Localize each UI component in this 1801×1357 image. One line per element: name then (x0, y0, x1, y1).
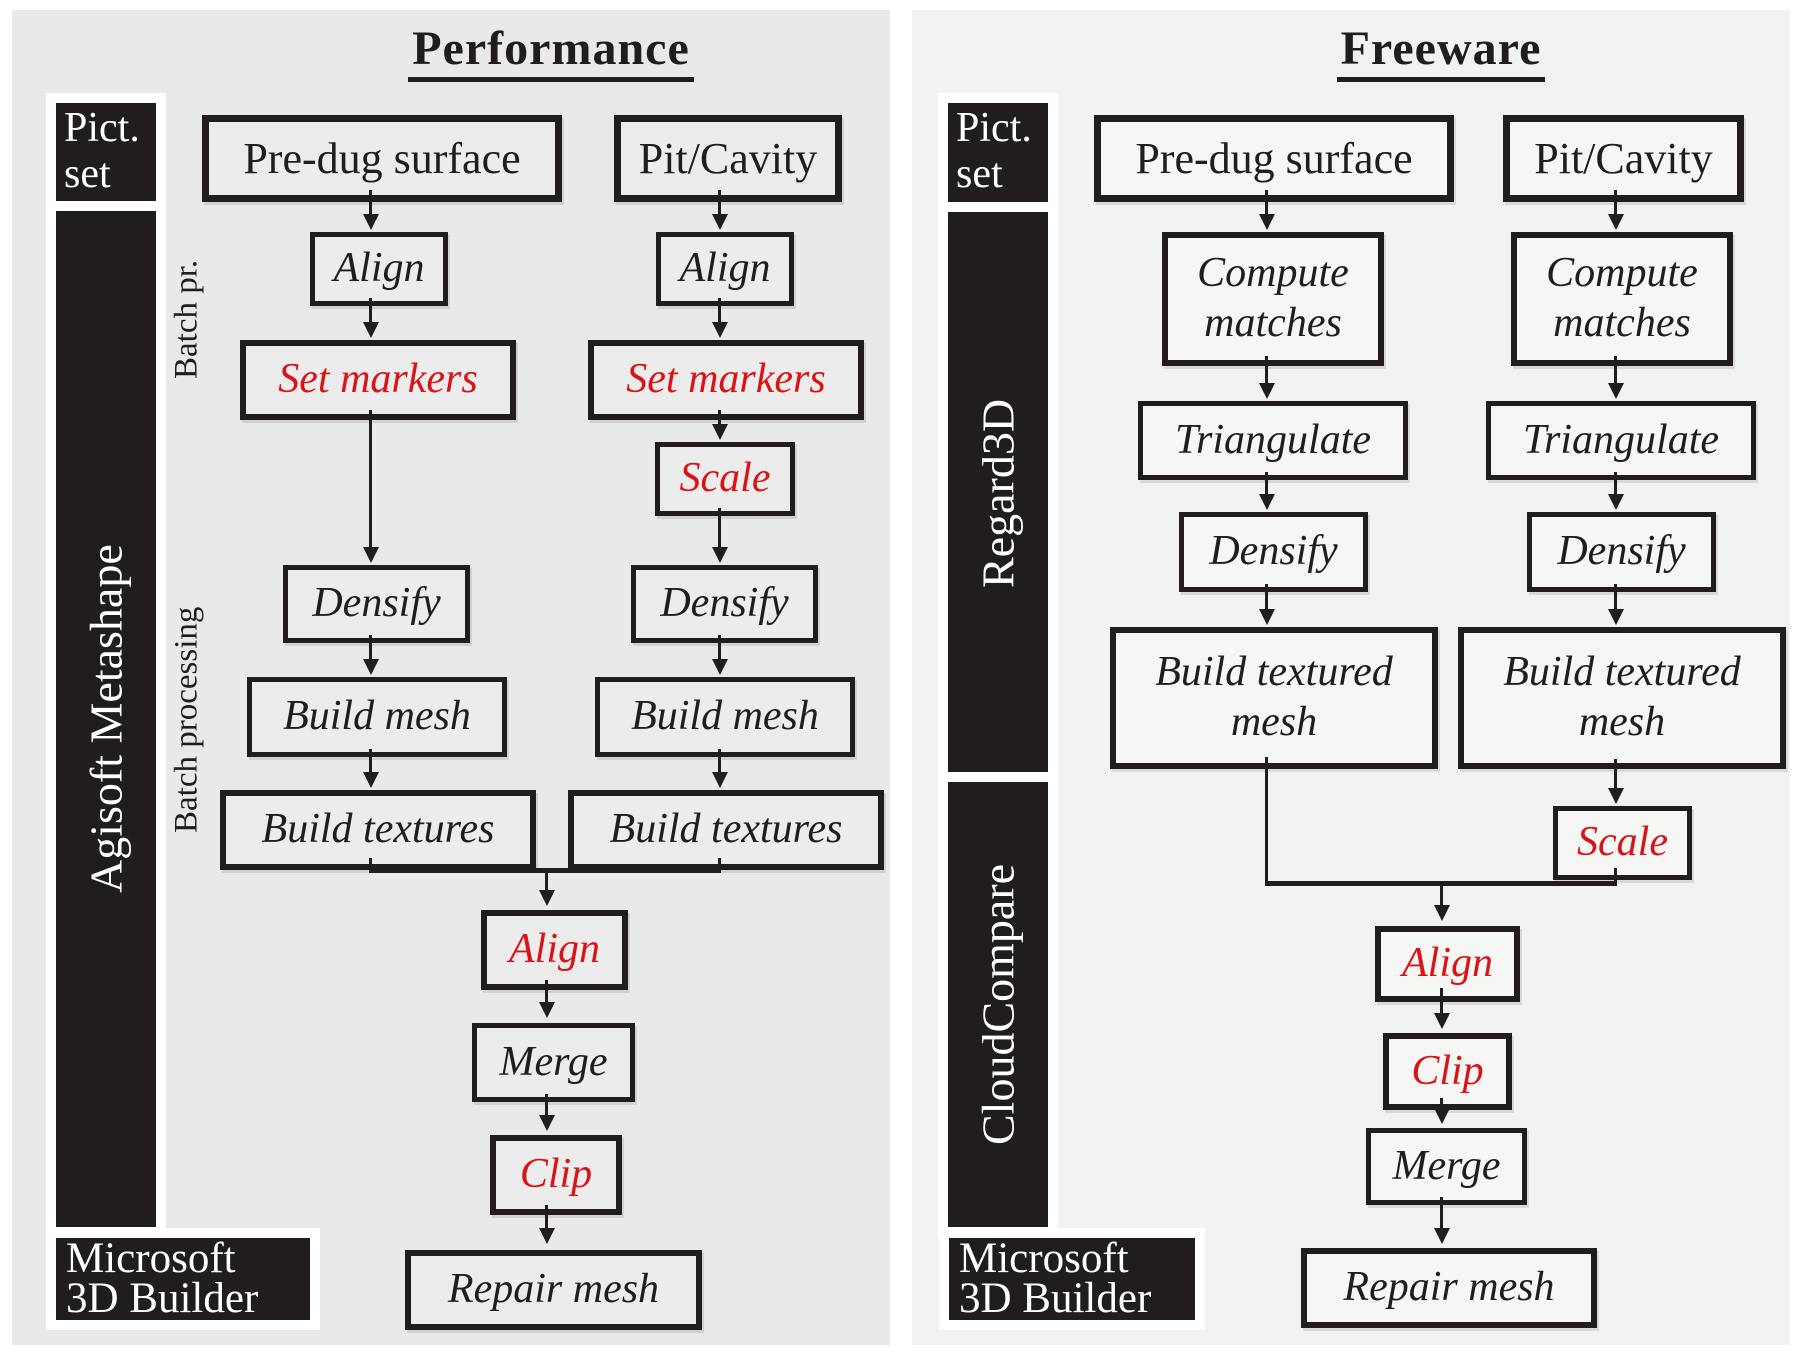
box-pit-cavity: Pit/Cavity (1503, 115, 1744, 202)
microsoft-3d-builder-block: Microsoft 3D Builder (56, 1235, 310, 1322)
arrow-down-icon (545, 980, 548, 1003)
box-densify-a: Densify (283, 565, 470, 643)
box-triangulate-b: Triangulate (1486, 401, 1756, 480)
box-build-mesh-a: Build mesh (247, 677, 507, 757)
box-densify-b: Densify (1527, 512, 1716, 592)
arrow-down-icon (1265, 190, 1268, 215)
box-align-merged: Align (1375, 926, 1520, 1002)
arrow-down-icon (718, 298, 721, 323)
box-scale: Scale (1553, 806, 1692, 880)
box-build-textured-mesh-b: Build textured mesh (1458, 627, 1786, 769)
bracket-stub-left (369, 858, 372, 871)
microsoft-3d-builder-label: Microsoft 3D Builder (959, 1235, 1152, 1322)
arrow-down-icon (369, 298, 372, 323)
regard3d-label: Regard3D (972, 398, 1024, 588)
arrow-down-icon (1614, 356, 1617, 384)
batch-processing-label: Batch processing (168, 606, 205, 834)
arrow-down-icon (1265, 472, 1268, 495)
box-predug-surface: Pre-dug surface (1094, 115, 1454, 202)
box-set-markers-b: Set markers (588, 340, 864, 420)
box-build-textures-b: Build textures (568, 790, 884, 870)
merge-line-left (1265, 757, 1268, 885)
box-build-mesh-b: Build mesh (595, 677, 855, 757)
microsoft-3d-builder-label: Microsoft 3D Builder (66, 1235, 259, 1322)
bracket-line (369, 868, 721, 873)
arrow-down-icon (1265, 584, 1268, 610)
merge-stub-right (1614, 868, 1617, 885)
cloudcompare-label: CloudCompare (972, 863, 1024, 1146)
microsoft-3d-builder-block: Microsoft 3D Builder (949, 1235, 1195, 1322)
merge-line (1265, 881, 1617, 886)
freeware-panel: Freeware Pict. set Regard3D CloudCompare… (912, 10, 1790, 1345)
box-densify-b: Densify (631, 565, 818, 643)
arrow-down-icon (1440, 988, 1443, 1014)
agisoft-metashape-bar: Agisoft Metashape (56, 211, 156, 1227)
box-scale-b: Scale (655, 442, 795, 516)
box-build-textured-mesh-a: Build textured mesh (1110, 627, 1438, 769)
box-compute-matches-a: Compute matches (1162, 232, 1384, 366)
performance-title: Performance (408, 23, 694, 83)
box-merge: Merge (472, 1023, 635, 1102)
arrow-down-icon (718, 749, 721, 773)
arrow-down-icon (1614, 759, 1617, 789)
arrow-down-icon (1440, 1098, 1443, 1109)
arrow-down-icon (545, 1205, 548, 1229)
batch-pr-label: Batch pr. (168, 259, 205, 379)
arrow-down-icon (369, 749, 372, 773)
arrow-down-icon (1614, 472, 1617, 495)
pict-set-label: Pict. set (956, 105, 1032, 197)
arrow-down-icon (1614, 190, 1617, 215)
arrow-down-icon (369, 635, 372, 660)
bracket-stub-right (718, 858, 721, 871)
box-compute-matches-b: Compute matches (1511, 232, 1733, 366)
cloudcompare-bar: CloudCompare (948, 782, 1048, 1227)
box-align-merged: Align (481, 910, 628, 990)
box-densify-a: Densify (1179, 512, 1368, 592)
box-build-textures-a: Build textures (220, 790, 536, 870)
pict-set-block: Pict. set (56, 103, 156, 203)
box-align-b: Align (656, 232, 794, 306)
pict-set-label: Pict. set (64, 105, 140, 197)
arrow-down-icon (1440, 886, 1443, 906)
arrow-down-icon (1614, 584, 1617, 610)
arrow-down-icon (545, 1094, 548, 1116)
arrow-down-icon (1440, 1197, 1443, 1229)
pict-set-block: Pict. set (948, 103, 1048, 203)
arrow-down-icon (718, 635, 721, 660)
box-set-markers-a: Set markers (240, 340, 516, 420)
agisoft-metashape-label: Agisoft Metashape (80, 544, 132, 894)
box-predug-surface: Pre-dug surface (202, 115, 562, 202)
arrow-down-icon (1265, 356, 1268, 384)
arrow-down-icon (718, 410, 721, 425)
box-repair-mesh: Repair mesh (405, 1250, 702, 1330)
box-triangulate-a: Triangulate (1138, 401, 1408, 480)
performance-panel: Performance Pict. set Agisoft Metashape … (12, 10, 890, 1345)
arrow-down-icon (718, 190, 721, 215)
box-repair-mesh: Repair mesh (1301, 1248, 1597, 1328)
box-clip: Clip (1383, 1033, 1512, 1110)
arrow-down-icon (545, 872, 548, 891)
performance-title-wrap: Performance (351, 23, 751, 83)
box-align-a: Align (310, 232, 448, 306)
arrow-down-long-icon (369, 410, 372, 548)
arrow-down-icon (369, 190, 372, 215)
regard3d-bar: Regard3D (948, 212, 1048, 774)
freeware-title-wrap: Freeware (1241, 23, 1641, 83)
box-merge: Merge (1366, 1128, 1527, 1205)
box-pit-cavity: Pit/Cavity (614, 115, 842, 202)
freeware-title: Freeware (1336, 23, 1546, 83)
arrow-down-icon (718, 508, 721, 548)
box-clip: Clip (490, 1135, 622, 1215)
